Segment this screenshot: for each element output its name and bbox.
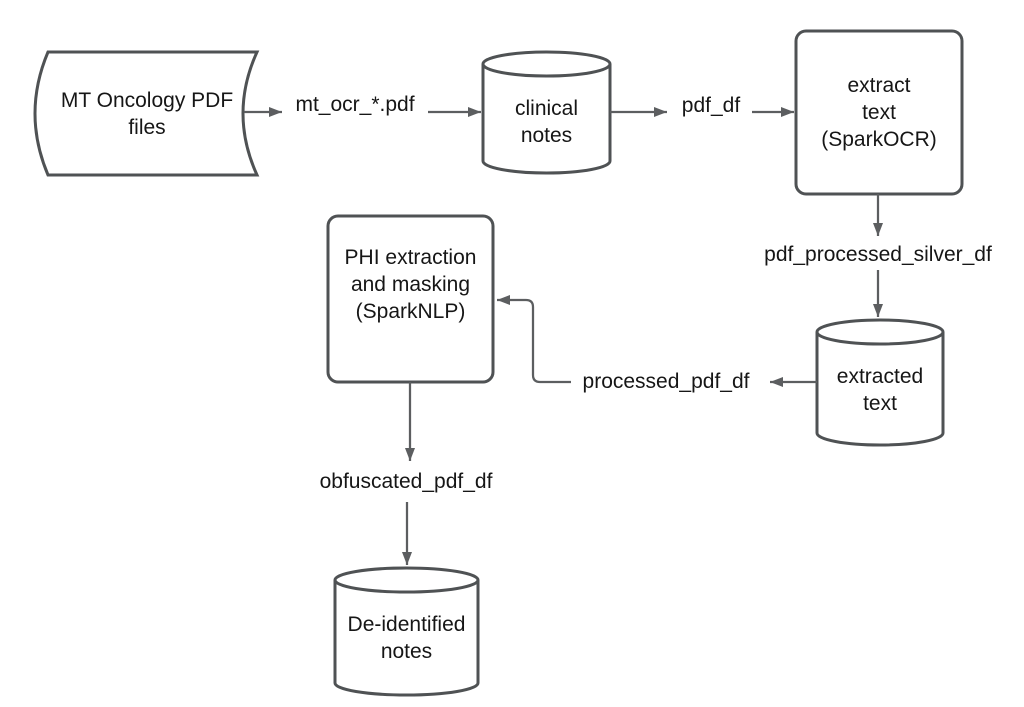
node-label-extracted-text: extracted text <box>836 365 924 415</box>
database-cylinder-clinical-notes-top <box>481 50 612 78</box>
edge-label-processed-pdf-df: processed_pdf_df <box>582 370 750 393</box>
database-cylinder-deidentified-notes-body <box>333 580 480 697</box>
database-cylinder-clinical-notes-body <box>481 64 612 175</box>
database-cylinder-deidentified-notes-top <box>333 566 480 594</box>
node-label-extract-text-sparkocr: extract text (SparkOCR) <box>821 74 937 151</box>
database-cylinder-extracted-text-top <box>815 318 945 346</box>
edge-label-obfuscated-pdf-df: obfuscated_pdf_df <box>319 470 493 493</box>
node-label-clinical-notes: clinical notes <box>514 96 579 147</box>
database-cylinder-extracted-text-body <box>815 332 945 447</box>
edge-label-pdf-processed-silver-df: pdf_processed_silver_df <box>764 243 992 266</box>
node-label-mt-oncology-pdf-files: MT Oncology PDF files <box>60 88 234 139</box>
edge-label-pdf-df: pdf_df <box>681 94 741 117</box>
stored-data-shape-mt-oncology <box>33 50 260 177</box>
edge-label-mt-ocr-pdf: mt_ocr_*.pdf <box>295 93 415 116</box>
node-label-phi-extraction-sparknlp: PHI extraction and masking (SparkNLP) <box>344 246 477 323</box>
node-label-deidentified-notes: De-identified notes <box>347 613 466 663</box>
elbow-arrow-processed-label-to-phi-box <box>497 295 571 384</box>
